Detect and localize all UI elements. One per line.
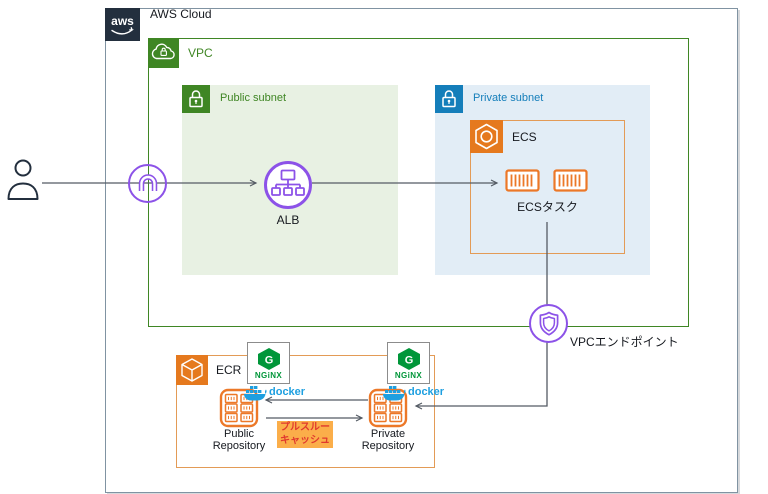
vpc-endpoint-label: VPCエンドポイント [570, 335, 679, 349]
nginx-logo-icon: G NGiNX [247, 342, 290, 384]
pull-through-cache-line1: プルスルー [280, 422, 330, 433]
private-repository-label-line2: Repository [361, 440, 415, 452]
public-subnet-lock-icon [182, 85, 210, 113]
private-repository-label-line1: Private [370, 428, 406, 440]
public-repository-label: Public Repository [199, 428, 279, 452]
vpc-endpoint-icon [529, 304, 568, 343]
alb-label: ALB [276, 213, 300, 227]
container-icon [505, 169, 540, 197]
aws-logo-text: aws [111, 14, 134, 28]
aws-logo-icon: aws [105, 8, 140, 41]
private-subnet-title: Private subnet [473, 92, 544, 104]
vpc-cloud-lock-icon [148, 38, 179, 68]
private-subnet-lock-icon [435, 85, 463, 113]
docker-wordmark: docker [269, 386, 306, 398]
ecs-title: ECS [512, 130, 537, 144]
nginx-logo-icon: G NGiNX [387, 342, 430, 384]
ecs-task-label: ECSタスク [517, 200, 578, 214]
public-subnet-title: Public subnet [220, 92, 287, 104]
docker-whale-icon: docker [243, 385, 305, 402]
ecr-icon [176, 355, 208, 385]
nginx-wordmark: NGiNX [254, 370, 283, 380]
svg-text:G: G [404, 354, 413, 366]
svg-text:G: G [264, 354, 273, 366]
nginx-wordmark: NGiNX [394, 370, 423, 380]
alb-icon [264, 161, 312, 209]
docker-whale-icon: docker [382, 385, 444, 402]
ecr-group-box [176, 355, 435, 468]
private-repository-label: Private Repository [348, 428, 428, 452]
internet-gateway-icon [128, 164, 167, 203]
public-repository-label-line2: Repository [212, 440, 266, 452]
ecr-title: ECR [216, 363, 242, 377]
public-repository-label-line1: Public [224, 428, 254, 440]
vpc-title: VPC [188, 46, 213, 60]
docker-wordmark: docker [408, 386, 445, 398]
aws-cloud-title: AWS Cloud [150, 7, 212, 21]
pull-through-cache-tag: プルスルー キャッシュ [277, 421, 333, 448]
ecs-icon [470, 120, 503, 153]
user-icon [6, 158, 42, 207]
pull-through-cache-line2: キャッシュ [280, 435, 330, 446]
container-icon [553, 169, 588, 197]
